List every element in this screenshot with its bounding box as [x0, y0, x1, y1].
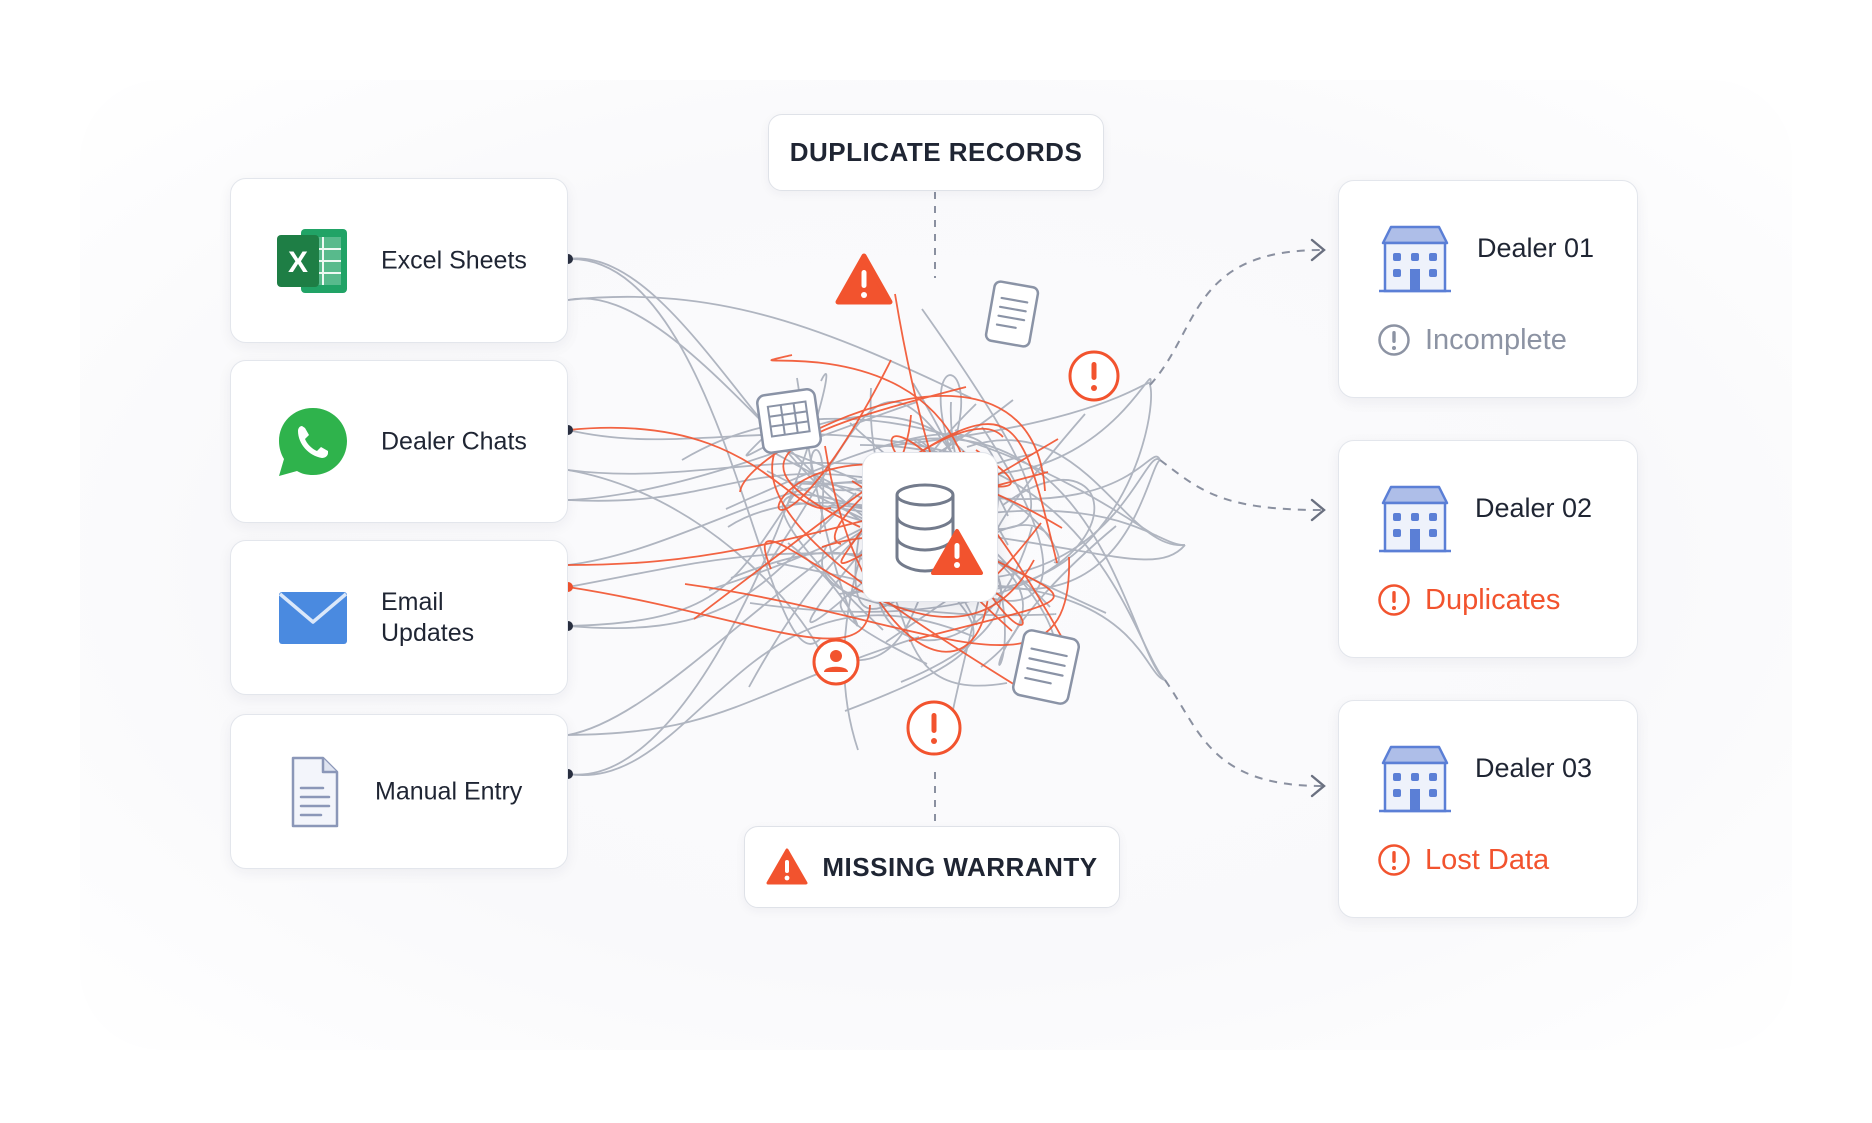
source-card-chats[interactable]: Dealer Chats	[230, 360, 568, 523]
spreadsheet-icon	[756, 388, 822, 454]
whatsapp-icon	[279, 407, 347, 476]
user-alert-icon	[812, 638, 860, 686]
wire	[966, 439, 1186, 546]
source-label: Excel Sheets	[381, 246, 527, 274]
alert-circle-icon	[1378, 844, 1410, 876]
warning-triangle-icon	[766, 848, 808, 885]
building-icon	[1379, 225, 1451, 293]
warning-triangle-icon	[835, 253, 893, 305]
svg-text:X: X	[288, 246, 308, 279]
wire	[894, 293, 1024, 626]
alert-circle-icon	[1378, 324, 1410, 356]
alert-circle-icon	[1068, 350, 1120, 402]
dealer-status: Lost Data	[1377, 843, 1549, 877]
wire	[930, 384, 1152, 592]
wire	[567, 372, 828, 776]
source-card-excel[interactable]: X Excel Sheets	[230, 178, 568, 343]
wire	[693, 423, 1058, 620]
wire	[567, 636, 920, 736]
wire	[567, 401, 918, 501]
source-card-email[interactable]: Email Updates	[230, 540, 568, 695]
wire	[567, 614, 973, 777]
document-list-icon	[1011, 629, 1081, 705]
wire	[567, 429, 976, 460]
dealer-name: Dealer 01	[1477, 233, 1595, 263]
dealer-card-03[interactable]: Dealer 03 Lost Data	[1338, 700, 1638, 918]
database-warning-icon	[895, 483, 983, 575]
alert-circle-icon	[906, 700, 962, 756]
wire	[749, 479, 1096, 613]
central-database-hub	[862, 452, 998, 602]
document-icon	[291, 756, 339, 827]
wire	[567, 427, 832, 510]
dealer-status-text: Incomplete	[1425, 323, 1567, 356]
dealer-status: Duplicates	[1377, 583, 1560, 617]
dealer-01-arrow	[1149, 249, 1323, 386]
dealer-status: Incomplete	[1377, 323, 1567, 357]
wire	[991, 459, 1161, 590]
duplicate-records-callout: DUPLICATE RECORDS	[768, 114, 1104, 191]
wire	[567, 586, 871, 640]
source-label: Email Updates	[381, 587, 475, 647]
source-card-manual[interactable]: Manual Entry	[230, 714, 568, 869]
wire	[764, 540, 1035, 618]
dealer-name: Dealer 03	[1475, 753, 1593, 783]
wire	[771, 428, 1037, 699]
alert-circle-icon	[1378, 584, 1410, 616]
wire	[567, 295, 972, 399]
source-label: Dealer Chats	[381, 427, 527, 455]
dealer-status-text: Duplicates	[1425, 583, 1561, 616]
wire	[730, 551, 1008, 687]
envelope-icon	[278, 591, 348, 644]
wire	[739, 394, 1046, 493]
wire	[875, 382, 1151, 448]
dealer-card-02[interactable]: Dealer 02 Duplicates	[1338, 440, 1638, 658]
dealer-03-arrow	[1164, 679, 1323, 787]
document-icon	[984, 280, 1040, 348]
dealer-02-arrow	[1159, 459, 1323, 511]
callout-text: DUPLICATE RECORDS	[789, 137, 1083, 167]
building-icon	[1379, 745, 1451, 813]
source-label: Manual Entry	[375, 777, 523, 805]
building-icon	[1379, 485, 1451, 553]
dealer-name: Dealer 02	[1475, 493, 1593, 523]
dealer-status-text: Lost Data	[1425, 843, 1550, 876]
dealer-card-01[interactable]: Dealer 01 Incomplete	[1338, 180, 1638, 398]
excel-icon: X	[277, 228, 347, 293]
callout-text: MISSING WARRANTY	[822, 851, 1098, 882]
wire	[567, 492, 857, 630]
missing-warranty-callout: MISSING WARRANTY	[744, 826, 1120, 908]
